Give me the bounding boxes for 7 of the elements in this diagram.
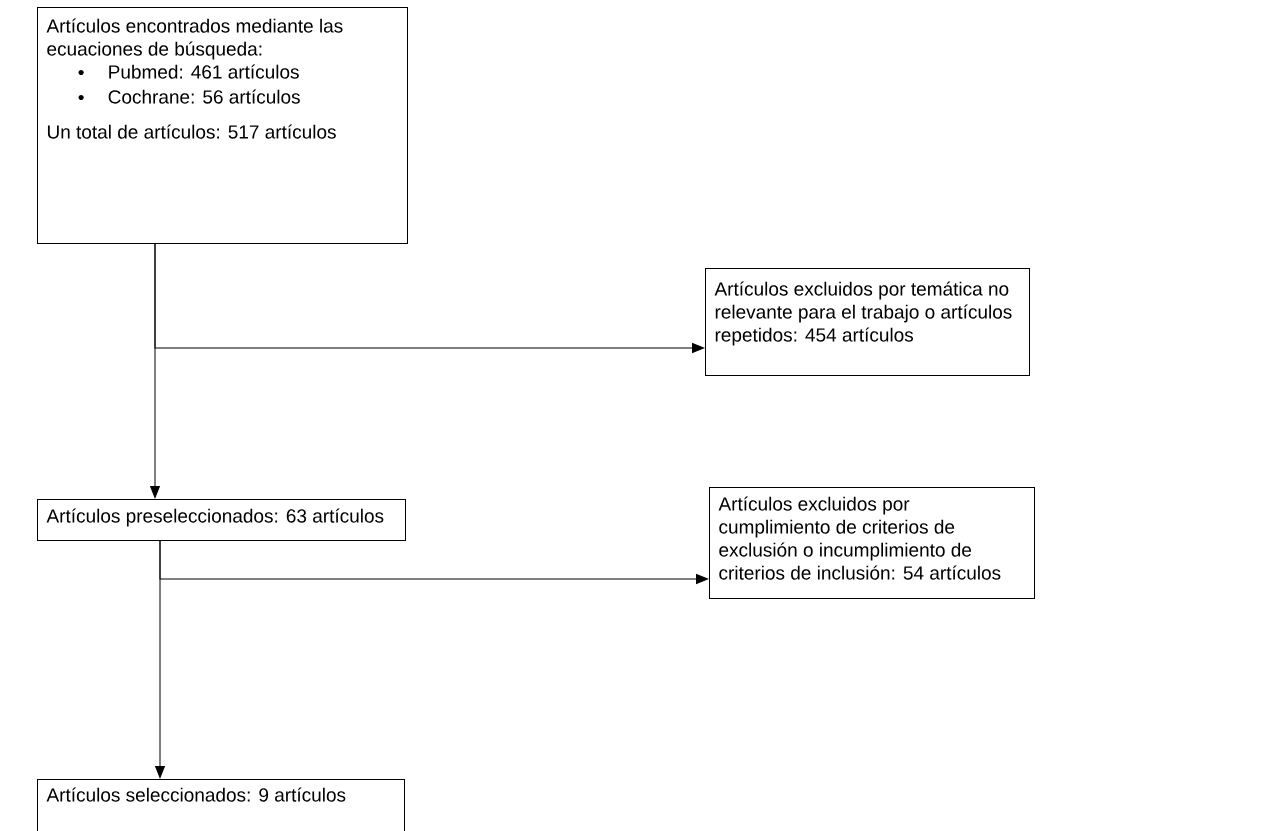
process-box: Artículos excluidos por cumplimiento de criterios de exclusión o incumplimiento de criterios de inclusión: 54 artículos (709, 487, 1035, 599)
process-box: Artículos encontrados mediante las ecuaciones de búsqueda: Pubmed: 461 artículos Cochrane: 56 artículos Un total de artículos: 517 artículos (37, 7, 408, 244)
process-box: Artículos preseleccionados: 63 artículos (37, 499, 406, 541)
process-box: Artículos seleccionados: 9 artículos (37, 779, 405, 831)
arrow (154, 243, 705, 353)
process-box: Artículos excluidos por temática no relevante para el trabajo o artículos repetidos: 454 artículos (705, 268, 1030, 376)
arrow (159, 540, 709, 584)
